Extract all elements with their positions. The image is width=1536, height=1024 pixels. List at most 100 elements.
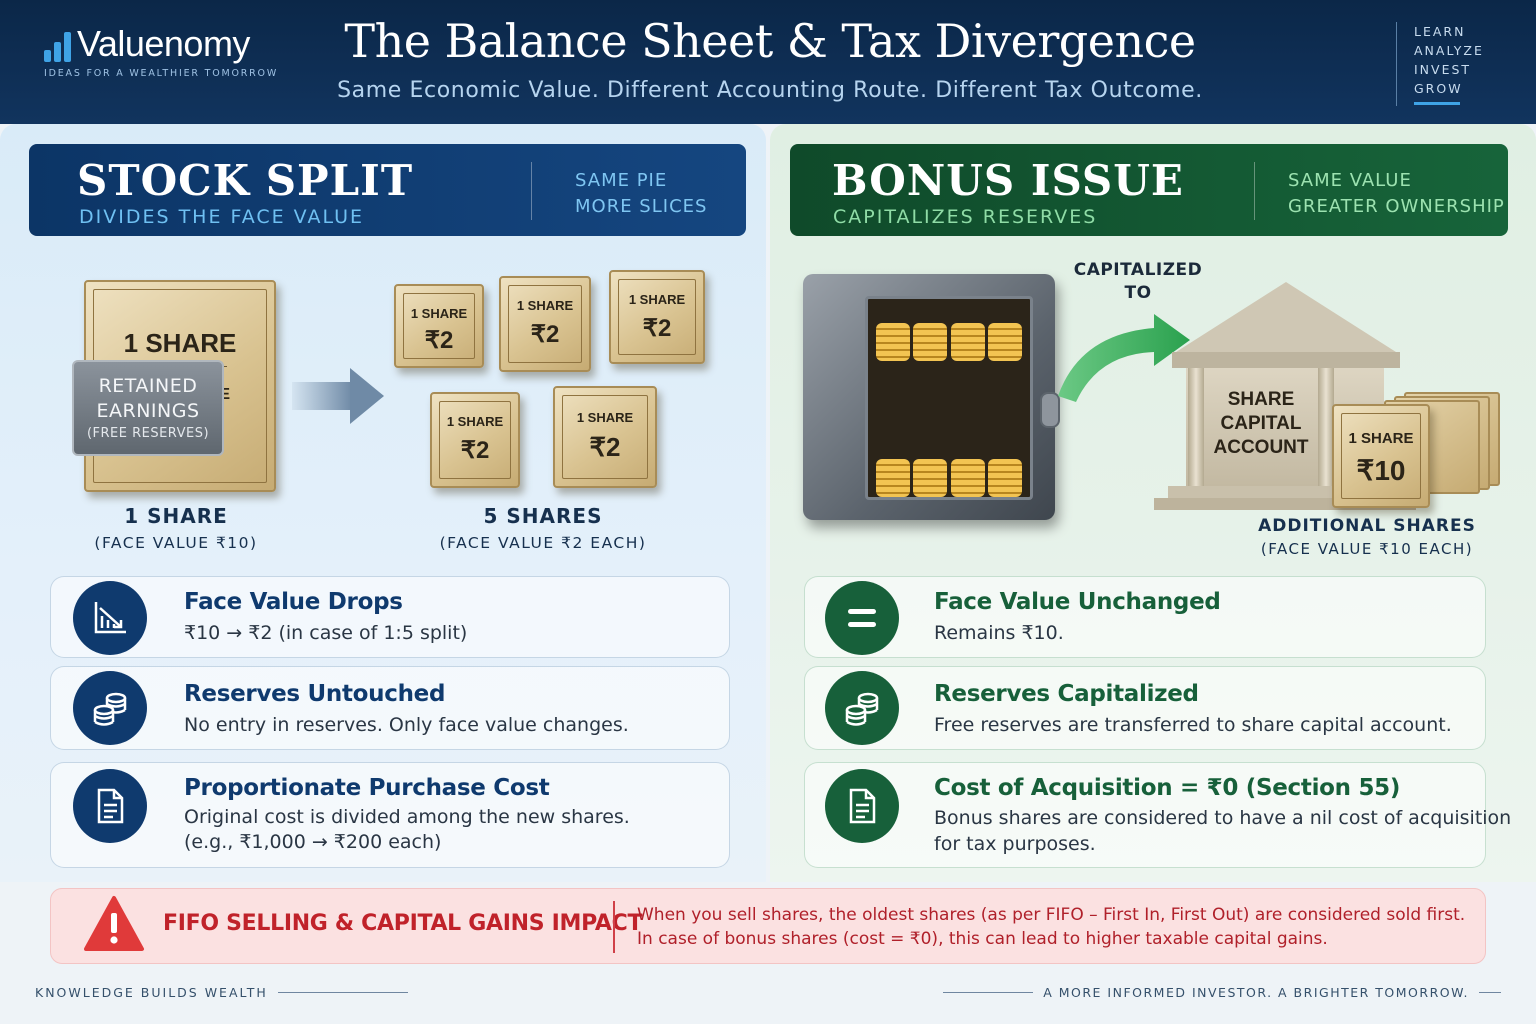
certificate-share-label: 1 SHARE [446, 414, 504, 429]
declining-chart-icon [73, 581, 147, 655]
caption-title: 5 SHARES [483, 504, 603, 528]
logo[interactable]: Valuenomy IDEAS FOR A WEALTHIER TOMORROW [44, 26, 278, 79]
building-pediment [1172, 352, 1400, 368]
certificate-share-label: 1 SHARE [628, 292, 686, 307]
side-menu-grow: GROW [1414, 81, 1463, 96]
footer-left: KNOWLEDGE BUILDS WEALTH [35, 985, 408, 1000]
building-roof-icon [1176, 282, 1396, 352]
logo-tagline: IDEAS FOR A WEALTHIER TOMORROW [44, 68, 279, 79]
warning-icon [83, 895, 145, 957]
stock-split-tagline: SAME PIE MORE SLICES [575, 168, 707, 220]
card-text: for tax purposes. [934, 833, 1096, 855]
fifo-title: FIFO SELLING & CAPITAL GAINS IMPACT [163, 911, 643, 936]
coin-stack-icon [73, 671, 147, 745]
tagline-line-1: SAME PIE [575, 170, 668, 191]
footer-line [277, 992, 408, 993]
card-text: Remains ₹10. [934, 622, 1064, 644]
bonus-issue-banner: BONUS ISSUE CAPITALIZES RESERVES SAME VA… [790, 144, 1508, 236]
split-arrow-icon [292, 382, 352, 410]
caption-detail: (FACE VALUE ₹10 EACH) [1260, 540, 1474, 558]
bonus-issue-subtitle: CAPITALIZES RESERVES [833, 206, 1098, 228]
capitalized-arrow-icon [1058, 314, 1190, 402]
stock-split-banner: STOCK SPLIT DIVIDES THE FACE VALUE SAME … [29, 144, 746, 236]
share-certificate-small: 1 SHARE ₹2 [430, 392, 520, 488]
bonus-issue-title: BONUS ISSUE [832, 156, 1184, 205]
card-text: Bonus shares are considered to have a ni… [934, 807, 1512, 829]
tagline-line-2: GREATER OWNERSHIP [1288, 196, 1505, 217]
cost-of-acquisition-card: Cost of Acquisition = ₹0 (Section 55) Bo… [804, 762, 1511, 868]
stock-split-subtitle: DIVIDES THE FACE VALUE [79, 206, 364, 228]
retained-earnings-label: RETAINED EARNINGS (FREE RESERVES) [72, 360, 224, 456]
card-title: Reserves Capitalized [934, 681, 1199, 707]
share-certificate-small: 1 SHARE ₹2 [394, 284, 484, 368]
side-menu-analyze: ANALYZE [1414, 43, 1484, 58]
stock-split-panel [0, 124, 766, 882]
stock-split-title: STOCK SPLIT [77, 156, 414, 205]
one-share-caption: 1 SHARE (FACE VALUE ₹10) [76, 504, 276, 552]
side-menu: LEARN ANALYZE INVEST GROW [1396, 22, 1484, 106]
document-icon [825, 769, 899, 843]
certificate-share-label: 1 SHARE [576, 410, 634, 425]
fifo-divider [613, 901, 615, 953]
building-column [1318, 368, 1334, 486]
proportionate-cost-card: Proportionate Purchase Cost Original cos… [50, 762, 730, 868]
capitalized-to-label: CAPITALIZED TO [1068, 259, 1208, 305]
vault-label-note: (FREE RESERVES) [86, 426, 210, 441]
face-value-unchanged-card: Face Value Unchanged Remains ₹10. [804, 576, 1486, 658]
bonus-share-certificate: 1 SHARE ₹10 [1332, 404, 1430, 508]
tagline-line-2: MORE SLICES [575, 196, 708, 217]
card-title: Reserves Untouched [184, 681, 446, 707]
footer-right: A MORE INFORMED INVESTOR. A BRIGHTER TOM… [943, 985, 1501, 1000]
page-title: The Balance Sheet & Tax Divergence [344, 14, 1196, 68]
certificate-face-value: ₹10 [1356, 455, 1406, 486]
share-certificate-small: 1 SHARE ₹2 [553, 386, 657, 488]
vault-label-line: EARNINGS [96, 400, 200, 422]
share-certificate-small: 1 SHARE ₹2 [609, 270, 705, 364]
certificate-share-label: 1 SHARE [516, 298, 574, 313]
fifo-line-2: In case of bonus shares (cost = ₹0), thi… [637, 929, 1328, 949]
logo-name: Valuenomy [77, 23, 250, 64]
certificate-face-value: ₹2 [460, 437, 490, 464]
certificate-share-label: 1 SHARE [1348, 430, 1414, 447]
page-subtitle: Same Economic Value. Different Accountin… [337, 78, 1203, 103]
card-title: Proportionate Purchase Cost [184, 775, 550, 801]
banner-divider [1254, 162, 1255, 220]
face-value-drops-card: Face Value Drops ₹10 → ₹2 (in case of 1:… [50, 576, 730, 658]
fifo-warning-box: FIFO SELLING & CAPITAL GAINS IMPACT When… [50, 888, 1486, 964]
document-icon [73, 769, 147, 843]
footer-right-text: A MORE INFORMED INVESTOR. A BRIGHTER TOM… [1043, 985, 1469, 1000]
card-text: (e.g., ₹1,000 → ₹200 each) [184, 831, 442, 853]
card-text: Free reserves are transferred to share c… [934, 714, 1452, 736]
certificate-face-value: ₹2 [589, 432, 621, 462]
certificate-face-value: ₹2 [530, 321, 560, 348]
certificate-share-label: 1 SHARE [410, 306, 468, 321]
building-label-line: SHARE [1227, 389, 1295, 410]
split-arrow-head-icon [350, 368, 384, 424]
reserves-untouched-card: Reserves Untouched No entry in reserves.… [50, 666, 730, 750]
equals-icon [825, 581, 899, 655]
building-label-line: CAPITAL [1220, 413, 1302, 434]
share-certificate-small: 1 SHARE ₹2 [499, 276, 591, 372]
card-title: Face Value Drops [184, 589, 403, 615]
coin-stack-icon [825, 671, 899, 745]
footer-left-text: KNOWLEDGE BUILDS WEALTH [35, 985, 268, 1000]
header: Valuenomy IDEAS FOR A WEALTHIER TOMORROW… [0, 0, 1536, 124]
footer-line [943, 992, 1034, 993]
side-menu-invest: INVEST [1414, 62, 1472, 77]
bonus-issue-tagline: SAME VALUE GREATER OWNERSHIP [1288, 168, 1505, 220]
footer-line [1479, 992, 1501, 993]
card-text: No entry in reserves. Only face value ch… [184, 714, 629, 736]
additional-shares-caption: ADDITIONAL SHARES (FACE VALUE ₹10 EACH) [1242, 516, 1492, 558]
share-capital-account-label: SHARE CAPITAL ACCOUNT [1206, 388, 1316, 460]
certificate-face-value: ₹2 [642, 315, 672, 342]
card-title: Cost of Acquisition = ₹0 (Section 55) [934, 775, 1401, 801]
building-column [1188, 368, 1204, 486]
caption-title: ADDITIONAL SHARES [1258, 516, 1476, 536]
gold-coins-icon [874, 323, 1024, 361]
certificate-face-value: ₹2 [424, 327, 454, 354]
building-label-line: ACCOUNT [1213, 437, 1309, 458]
bar-chart-logo-icon [44, 30, 71, 62]
capitalized-line-2: TO [1124, 283, 1152, 303]
caption-title: 1 SHARE [124, 504, 228, 528]
side-menu-learn: LEARN [1414, 24, 1466, 39]
